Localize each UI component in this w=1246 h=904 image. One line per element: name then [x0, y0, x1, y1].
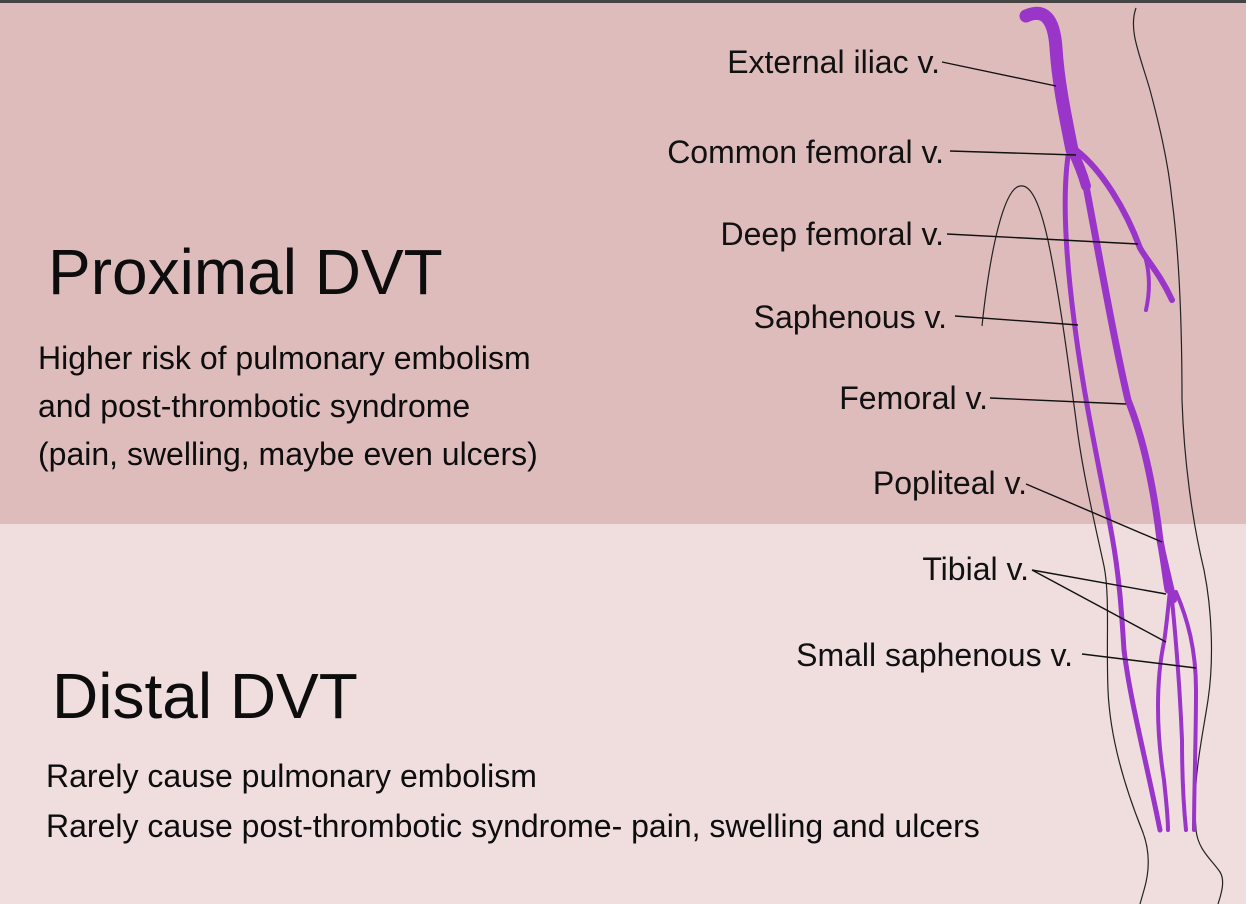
distal-description: Rarely cause pulmonary embolism Rarely c…: [46, 752, 980, 852]
vein-network: [1019, 6, 1198, 833]
label-small-saphenous: Small saphenous v.: [796, 637, 1073, 673]
saphenous-vein: [1062, 153, 1163, 833]
top-border: [0, 0, 1246, 3]
leg-outline: [981, 7, 1224, 904]
label-femoral: Femoral v.: [839, 380, 988, 416]
leg-outline-inner-thigh: [981, 185, 1149, 904]
proximal-band: [0, 3, 1246, 524]
tibial-vein-2: [1170, 598, 1188, 832]
label-saphenous: Saphenous v.: [754, 299, 947, 335]
label-deep-femoral: Deep femoral v.: [721, 216, 945, 252]
leg-outline-outer: [1132, 7, 1224, 904]
external-iliac-vein: [1019, 6, 1079, 157]
leader-common-femoral: [949, 150, 1077, 156]
leader-small-saphenous: [1081, 653, 1197, 669]
proximal-line-2: and post-thrombotic syndrome: [38, 388, 471, 424]
leader-tibial-2: [1031, 569, 1167, 643]
proximal-line-3: (pain, swelling, maybe even ulcers): [38, 436, 538, 472]
leader-external-iliac: [941, 61, 1057, 87]
label-external-iliac: External iliac v.: [727, 44, 940, 80]
distal-title: Distal DVT: [52, 660, 358, 732]
distal-line-2: Rarely cause post-thrombotic syndrome- p…: [46, 808, 980, 844]
proximal-line-1: Higher risk of pulmonary embolism: [38, 340, 531, 376]
popliteal-vein: [1157, 537, 1177, 603]
common-femoral-vein: [1067, 145, 1091, 191]
small-saphenous-vein: [1174, 590, 1198, 832]
tibial-vein-1: [1156, 588, 1172, 832]
femoral-vein: [1082, 182, 1172, 594]
leader-lines: [941, 61, 1197, 669]
label-common-femoral: Common femoral v.: [667, 134, 944, 170]
leader-saphenous: [954, 315, 1079, 326]
leader-deep-femoral: [946, 233, 1139, 245]
label-popliteal: Popliteal v.: [873, 465, 1027, 501]
distal-line-1: Rarely cause pulmonary embolism: [46, 758, 537, 794]
deep-femoral-branch: [1144, 258, 1151, 312]
proximal-title: Proximal DVT: [48, 236, 443, 308]
leader-femoral: [989, 397, 1127, 405]
deep-femoral-vein: [1073, 147, 1175, 303]
distal-band: [0, 524, 1246, 904]
proximal-description: Higher risk of pulmonary embolism and po…: [38, 334, 538, 478]
leader-tibial-1: [1031, 569, 1167, 595]
label-tibial: Tibial v.: [922, 551, 1029, 587]
leader-popliteal: [1025, 483, 1163, 543]
